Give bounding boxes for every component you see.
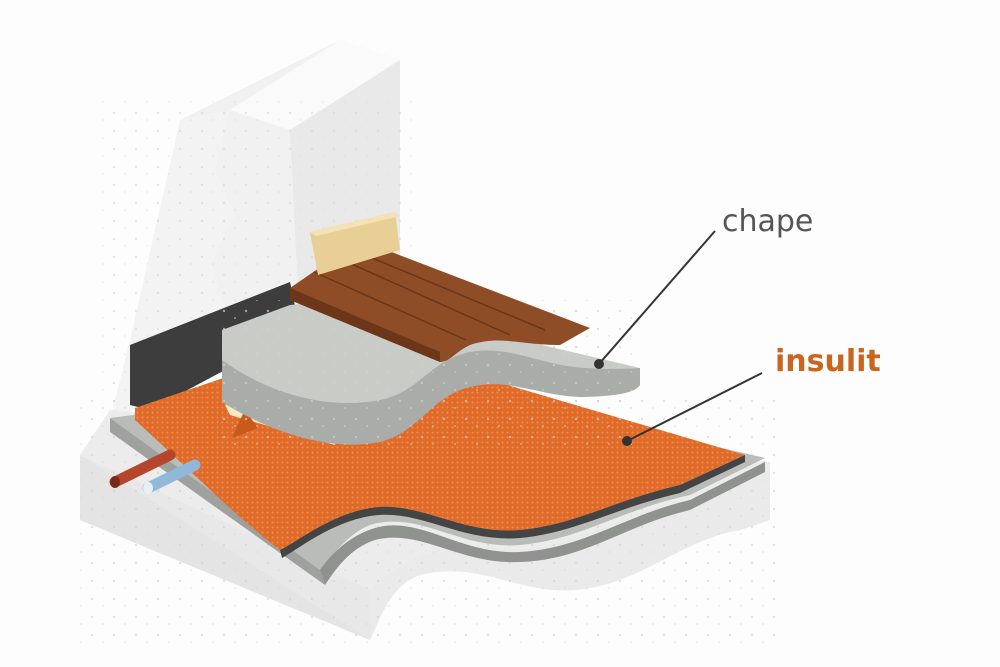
heating-pipes [109,449,201,494]
insulit-label: insulit [775,344,881,379]
insulit-leader-line [622,372,763,446]
baseboard [310,212,400,275]
chape-leader-line [594,230,716,369]
wood-floor [290,240,590,362]
chape-label: chape [722,204,814,239]
